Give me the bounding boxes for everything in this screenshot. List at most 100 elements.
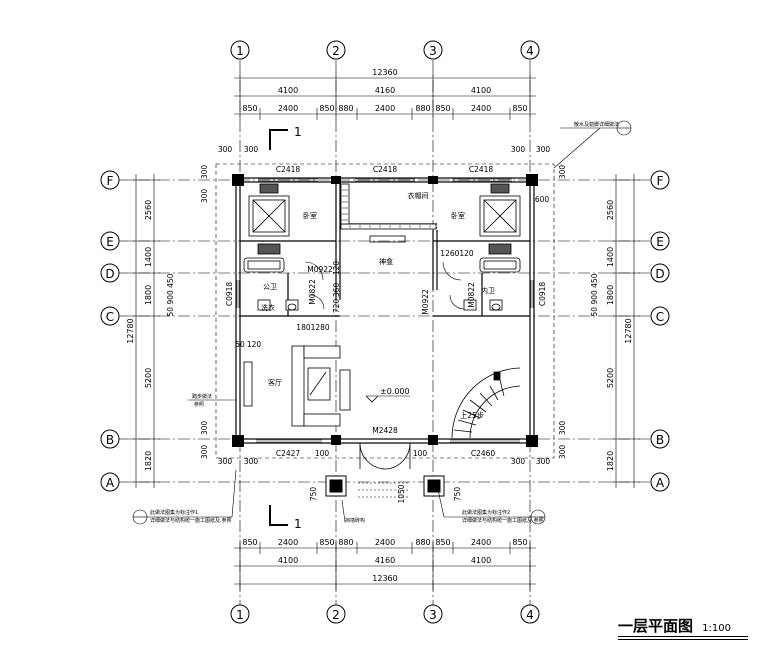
dim-top-part: 2400: [471, 104, 491, 113]
dim-note: 300: [200, 445, 209, 460]
axis-label-F-left: F: [107, 174, 114, 188]
dim-top-bay-1: 4100: [278, 86, 298, 95]
dim-left-part: 5200: [144, 368, 153, 388]
dim-bottom-part: 880: [415, 538, 430, 547]
svg-text:详细做法与结构统一施工图纸及,参照: 详细做法与结构统一施工图纸及,参照: [462, 517, 544, 524]
window-tag: C0918: [225, 282, 234, 307]
dim-note: 300: [558, 445, 567, 460]
axis-bubble-2-top: [326, 40, 346, 60]
dimension-lines-sides: [130, 174, 640, 488]
dim-note: 1801280: [296, 323, 330, 332]
axis-bubble-B-left: [100, 429, 120, 449]
dim-right-total: 12780: [624, 318, 633, 343]
axis-grid: [118, 60, 650, 605]
bed-right: [479, 183, 521, 255]
axis-bubble-4-bottom: [520, 604, 540, 624]
detail-notes: 散水及勒脚详细做法 此做法图集为标注作1 详细做法与结构统一施工图纸及,参照 此…: [150, 121, 619, 524]
axis-bubble-C-left: [100, 306, 120, 326]
interior-doors: [304, 261, 465, 310]
dim-right-part: 1820: [606, 451, 615, 471]
dim-note: 300: [218, 145, 233, 154]
dim-bottom-total: 12360: [372, 574, 397, 583]
drawing-title-main: 一层平面图: [618, 617, 694, 635]
dim-top-total: 12360: [372, 68, 397, 77]
svg-text:散水及勒脚详细做法: 散水及勒脚详细做法: [574, 121, 619, 128]
dim-bottom-bay-3: 4100: [471, 556, 491, 565]
shrine-table: [369, 235, 406, 243]
drawing-scale: 1:100: [702, 623, 731, 634]
axis-bubble-1-top: [230, 40, 250, 60]
dim-note: 750: [453, 487, 462, 502]
dim-note: 600: [535, 195, 550, 204]
living-sofa-set: [243, 345, 351, 427]
dim-left-part: 1400: [144, 247, 153, 267]
dim-note: 300: [200, 189, 209, 204]
dim-right-part: 1400: [606, 247, 615, 267]
dim-note: 300: [511, 457, 526, 466]
axis-label-1-top: 1: [236, 44, 244, 58]
exterior-walls: [235, 177, 535, 444]
section-marker-bottom: [269, 505, 288, 526]
dim-bottom-bay-2: 4160: [375, 556, 395, 565]
toilet-right: [489, 299, 503, 311]
axis-bubble-2-bottom: [326, 604, 346, 624]
dim-note: 100: [413, 449, 428, 458]
axis-bubble-F-left: [100, 170, 120, 190]
dim-left-part: 1820: [144, 451, 153, 471]
dim-bottom-bay-1: 4100: [278, 556, 298, 565]
dimension-lines-bottom: [234, 542, 536, 590]
svg-text:此做法图集为标注作1: 此做法图集为标注作1: [150, 509, 198, 516]
dim-note: 750: [309, 487, 318, 502]
dim-top-part: 850: [319, 104, 334, 113]
windows: [236, 178, 534, 443]
section-marker-top: [269, 129, 288, 150]
dim-note: 300: [511, 145, 526, 154]
dim-top-part: 880: [415, 104, 430, 113]
washbasin-right: [463, 299, 477, 311]
axis-label-1-bottom: 1: [236, 608, 244, 622]
dim-left-part: 2560: [144, 200, 153, 220]
dim-note: 1050: [397, 484, 406, 503]
axis-label-D-left: D: [105, 267, 114, 281]
corner-columns: [232, 174, 538, 447]
room-shrine: 神龛: [379, 257, 393, 266]
axis-label-2-bottom: 2: [332, 608, 340, 622]
svg-text:挡墙砖构: 挡墙砖构: [345, 517, 365, 524]
room-wc-left: 公卫: [263, 283, 277, 291]
window-tag: C2460: [471, 449, 496, 458]
axis-bubble-F-right: [650, 170, 670, 190]
dim-note: 300: [558, 421, 567, 436]
dim-bottom-part: 850: [512, 538, 527, 547]
window-tag: C0918: [538, 282, 547, 307]
closet-rail: [340, 183, 437, 230]
svg-text:详细做法与结构统一施工图纸及,参照: 详细做法与结构统一施工图纸及,参照: [150, 517, 232, 524]
axis-label-C-right: C: [656, 310, 664, 324]
svg-text:踏步做法: 踏步做法: [192, 393, 212, 400]
axis-bubble-E-right: [650, 231, 670, 251]
section-label-bottom: 1: [294, 517, 302, 531]
dim-note: 360: [332, 283, 341, 298]
axis-bubble-3-bottom: [423, 604, 443, 624]
axis-label-D-right: D: [655, 267, 664, 281]
axis-bubble-D-right: [650, 263, 670, 283]
axis-label-3-top: 3: [429, 44, 437, 58]
title-underline-2: [618, 639, 748, 640]
axis-label-A-left: A: [106, 476, 115, 490]
axis-bubble-1-bottom: [230, 604, 250, 624]
room-bedroom-right: 卧室: [451, 211, 465, 220]
axis-bubble-B-right: [650, 429, 670, 449]
door-tag: M0822: [467, 282, 476, 308]
axis-label-3-bottom: 3: [429, 608, 437, 622]
axis-bubble-A-right: [650, 472, 670, 492]
dim-note: 300: [218, 457, 233, 466]
window-tag: C2418: [276, 165, 301, 174]
axis-bubble-3-top: [423, 40, 443, 60]
room-closet: 衣帽间: [408, 191, 429, 200]
dim-note: 50 900 450: [166, 273, 175, 316]
dim-note: 720: [332, 299, 341, 314]
dim-bottom-part: 850: [319, 538, 334, 547]
svg-text:±0.000: ±0.000: [380, 387, 410, 396]
section-label-top: 1: [294, 125, 302, 139]
svg-text:此做法图集为标注作2: 此做法图集为标注作2: [462, 509, 510, 516]
room-bedroom-left: 卧室: [303, 211, 317, 220]
